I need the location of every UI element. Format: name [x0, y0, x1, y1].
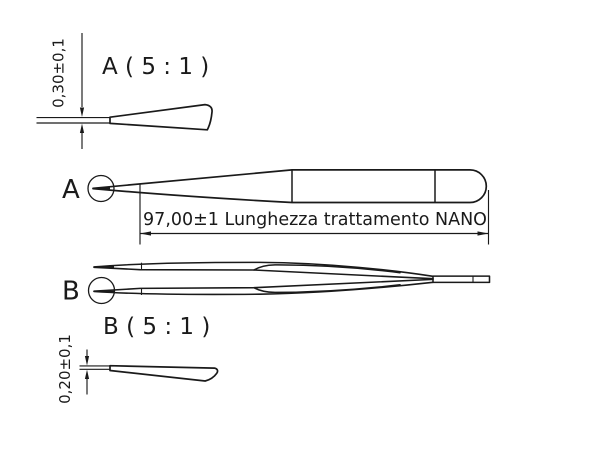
arm-joint-block [432, 275, 491, 284]
view-b-letter: B [62, 277, 80, 307]
length-dim-arrow-left-icon [140, 231, 151, 236]
top-arm-inner-edge [93, 266, 434, 280]
detail-a-arrow-down-icon [79, 107, 85, 117]
detail-a-view: 0,30±0,1 A ( 5 : 1 ) [36, 33, 213, 149]
bottom-arm-outer-edge [93, 281, 434, 296]
open-arms-view: B [62, 261, 491, 307]
length-dimension-text: 97,00±1 Lunghezza trattamento NANO [143, 210, 487, 230]
detail-a-reference-circle [87, 174, 115, 203]
detail-b-view: B ( 5 : 1 ) 0,20±0,1 [56, 314, 219, 404]
detail-b-arrow-up-icon [84, 369, 90, 379]
detail-b-thickness-dimension: 0,20±0,1 [56, 334, 74, 404]
detail-b-arrow-down-icon [84, 356, 90, 366]
bottom-arm-inner-edge [93, 278, 434, 292]
detail-a-label: A ( 5 : 1 ) [102, 54, 209, 80]
detail-b-label: B ( 5 : 1 ) [103, 314, 210, 340]
detail-b-tip-outline [109, 364, 219, 382]
top-arm-outer-edge [93, 261, 434, 278]
length-dim-arrow-right-icon [477, 231, 489, 236]
detail-a-arrow-up-icon [79, 123, 85, 133]
detail-a-thickness-dimension: 0,30±0,1 [50, 38, 68, 108]
detail-a-tip-outline [109, 103, 213, 131]
view-a-letter: A [62, 175, 80, 205]
main-profile-view: A 97,00±1 Lunghezza trattamento NANO [62, 169, 490, 245]
tweezers-body-outline [92, 169, 488, 204]
bottom-arm-blade-curve [253, 284, 401, 294]
top-arm-blade-curve [253, 264, 401, 274]
